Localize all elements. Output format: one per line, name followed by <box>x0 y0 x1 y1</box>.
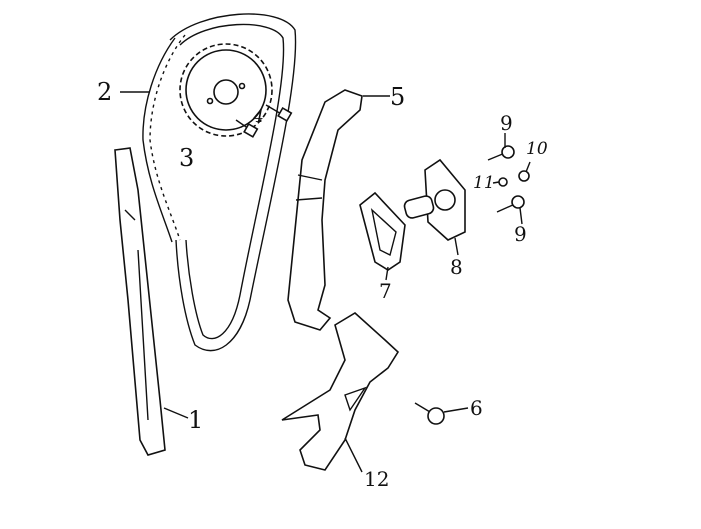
cam-chain <box>142 13 297 352</box>
callout-5: 5 <box>390 83 406 111</box>
callout-7: 7 <box>379 279 392 303</box>
chain-tensioner <box>403 158 466 241</box>
tensioner-slipper <box>287 89 363 331</box>
bracket <box>281 312 400 471</box>
callout-3: 3 <box>179 144 195 172</box>
callout-9-lower: 9 <box>514 222 527 246</box>
callout-12: 12 <box>364 467 390 491</box>
callout-6: 6 <box>470 396 483 420</box>
bolt-6 <box>414 402 445 425</box>
callout-10: 10 <box>526 139 548 159</box>
callout-2: 2 <box>97 78 113 106</box>
cam-sprocket <box>179 43 273 137</box>
callout-1: 1 <box>188 406 204 434</box>
chain-guide <box>114 147 166 456</box>
callout-11: 11 <box>473 173 495 193</box>
leader-lines <box>120 91 531 473</box>
small-bolts <box>487 145 530 213</box>
callout-4: 4 <box>253 107 264 127</box>
callout-8: 8 <box>450 255 463 279</box>
sprocket-bolts <box>235 104 293 138</box>
gasket <box>359 191 406 271</box>
callout-9-upper: 9 <box>500 111 513 135</box>
